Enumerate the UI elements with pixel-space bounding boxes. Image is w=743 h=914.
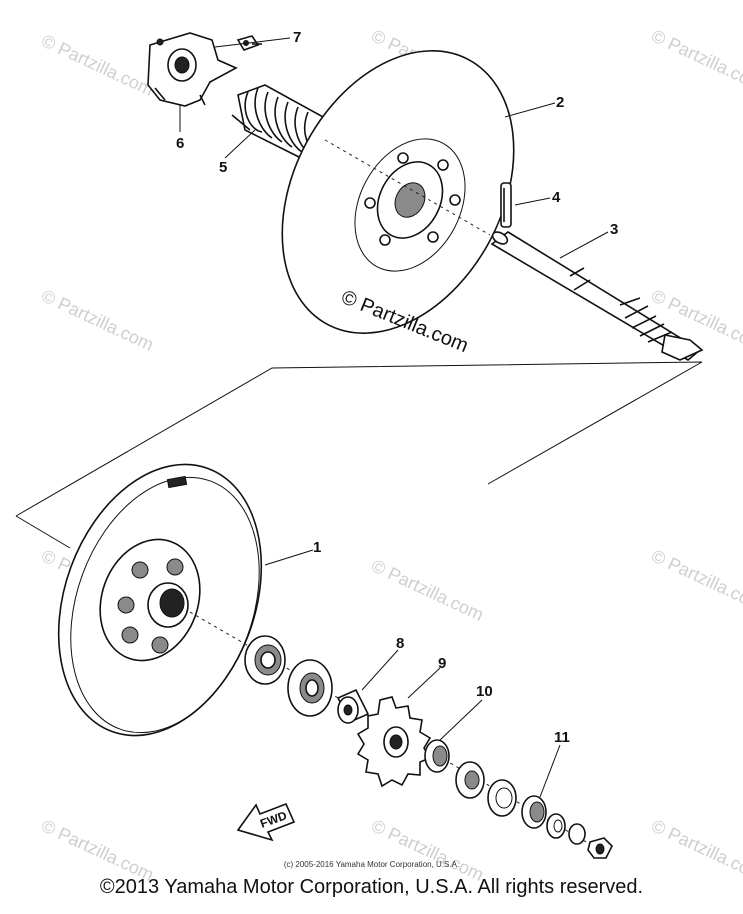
cam-bracket-part-6 [147,32,238,107]
fwd-arrow-icon: FWD [236,802,296,842]
ring-part-10 [424,739,450,773]
callout-2: 2 [556,94,564,111]
sprocket-part-9 [356,696,432,788]
callout-4: 4 [552,189,561,206]
small-washer [568,823,586,845]
callout-numbers: 1 2 3 4 5 6 7 8 9 10 11 [176,29,618,746]
watermark: © Partzilla.com [648,545,743,614]
callout-leaders [179,37,609,798]
bearing-3 [455,761,485,799]
watermark: © Partzilla.com [38,30,156,99]
ring-part-11 [521,795,547,829]
bearing-2 [287,659,333,717]
fixed-sheave-part-1 [57,463,601,851]
washer [487,779,517,817]
callout-9: 9 [438,655,446,672]
key-part-4 [500,182,512,228]
callout-1: 1 [313,539,321,556]
lock-washer [546,813,566,839]
primary-shaft-part-3 [490,231,704,361]
small-copyright: (c) 2005-2016 Yamaha Motor Corporation, … [283,860,460,869]
watermark: © Partzilla.com [38,285,156,354]
collar-part-8 [336,688,370,724]
nut [587,837,613,859]
callout-3: 3 [610,221,618,238]
callout-7: 7 [293,29,301,46]
watermark: © Partzilla.com [38,815,156,884]
assembly-guide-lines [15,361,703,549]
watermark: © Partzilla.com [368,815,486,884]
callout-6: 6 [176,135,184,152]
sliding-sheave-part-2 [281,50,515,334]
callout-11: 11 [554,729,570,746]
callout-8: 8 [396,635,404,652]
bearing-1 [244,635,286,685]
watermark: © Partzilla.com [648,25,743,94]
watermark: © Partzilla.com [648,815,743,884]
watermark: © Partzilla.com [368,555,486,624]
footer-copyright: ©2013 Yamaha Motor Corporation, U.S.A. A… [99,876,644,898]
callout-10: 10 [476,683,493,700]
callout-5: 5 [219,159,227,176]
